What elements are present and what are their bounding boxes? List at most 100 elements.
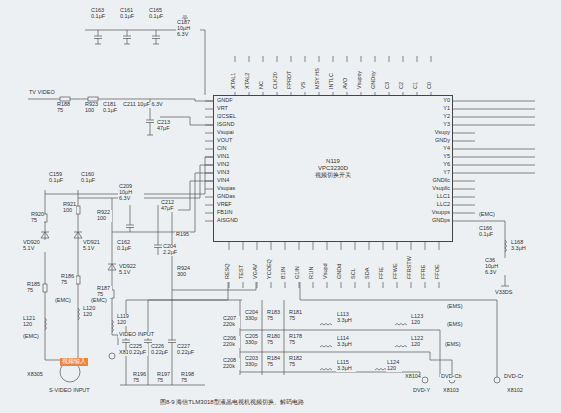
component-label: R924 300 — [176, 266, 192, 278]
pin-name: SDA — [365, 267, 371, 280]
component-label: C209 10μH 6.3V — [118, 184, 144, 201]
pin-name: MSY HS — [315, 67, 321, 90]
pin-name: VIN1 — [216, 154, 230, 160]
component-label: R182 75 — [288, 356, 304, 368]
pin-stub — [453, 101, 475, 102]
pin-stub — [397, 242, 398, 250]
pin-stub — [205, 101, 213, 102]
pin-stub — [327, 282, 328, 288]
component-label: C161 0.1μF — [119, 8, 139, 20]
pin-stub — [205, 125, 213, 126]
pin-stub — [299, 282, 300, 288]
component-label: S-VIDEO INPUT — [48, 388, 91, 394]
component-label: C36 10μH 6.3V — [484, 258, 508, 275]
pin-stub — [453, 157, 475, 158]
pin-stub — [431, 56, 432, 62]
component-label: L119 120 — [116, 314, 132, 326]
pin-stub — [271, 242, 272, 250]
resistor-symbol — [88, 97, 98, 101]
component-label: (EMC) — [22, 334, 40, 340]
component-label: (EMC) — [90, 298, 108, 304]
component-label: L120 120 — [82, 306, 98, 318]
pin-name: Y3 — [442, 122, 451, 128]
component-label: C205 330p — [244, 334, 260, 346]
component-label: R180 75 — [266, 334, 282, 346]
component-label: R186 75 — [60, 274, 76, 286]
part-number: N119 — [214, 158, 452, 165]
connector-wire — [45, 320, 118, 362]
component-label: L124 120 — [386, 360, 402, 372]
pin-stub — [411, 282, 412, 288]
resistor-symbol — [76, 276, 80, 284]
capacitor-symbol — [154, 205, 162, 255]
component-label: L121 120 — [22, 316, 38, 328]
dvd-connector — [422, 377, 428, 383]
component-label: DVD-Cr — [503, 374, 524, 380]
pin-stub — [313, 282, 314, 288]
component-label: L122 120 — [410, 336, 426, 348]
pin-name: ISGND — [216, 122, 235, 128]
component-label: R196 75 — [132, 372, 146, 384]
pin-stub — [205, 157, 213, 158]
pin-stub — [243, 282, 244, 288]
component-label: R185 75 — [26, 282, 42, 294]
component-label: C187 10μH 6.3V — [176, 20, 200, 37]
pin-name: VIN3 — [216, 170, 230, 176]
component-label: C227 0.22μF — [176, 344, 196, 356]
pin-name: LLC1 — [436, 194, 451, 200]
pin-stub — [319, 56, 320, 62]
component-label: C207 220k — [222, 316, 240, 328]
pin-name: C3 — [385, 81, 391, 90]
component-label: R184 75 — [266, 356, 282, 368]
component-label: R197 75 — [156, 372, 170, 384]
pin-name: GNDy — [434, 138, 451, 144]
component-label: C159 0.1μF — [48, 172, 68, 184]
pin-stub — [205, 141, 213, 142]
component-label: C212 47μF — [160, 200, 178, 212]
pin-name: GNDF — [216, 98, 234, 104]
component-label: R920 75 — [30, 212, 44, 224]
pin-name: C1 — [413, 81, 419, 90]
pin-stub — [277, 56, 278, 62]
pin-name: GNDd — [337, 263, 343, 280]
pin-name: TEST — [239, 264, 245, 280]
pin-name: GNDps — [431, 218, 451, 224]
resistor-symbol — [43, 284, 47, 292]
pin-stub — [235, 56, 236, 62]
pin-stub — [453, 197, 475, 198]
ic-box: N119VPC3230D视频切换开关 — [213, 95, 453, 242]
figure-caption: 图8-9 海信TLM3018型液晶电视机视频切换、解码电路 — [160, 398, 304, 407]
capacitor-symbol — [126, 205, 134, 232]
component-label: R178 75 — [288, 334, 304, 346]
component-label: X8103 — [442, 388, 460, 394]
component-label: L115 3.3μH — [336, 360, 356, 372]
pin-stub — [205, 165, 213, 166]
pin-stub — [361, 56, 362, 62]
pin-name: SCL — [351, 267, 357, 280]
pin-name: Vsupsy — [357, 70, 363, 90]
component-label: L123 120 — [410, 314, 426, 326]
pin-name: NC — [259, 80, 265, 90]
pin-stub — [305, 56, 306, 62]
component-label: R198 75 — [180, 372, 194, 384]
pin-name: CLK20 — [273, 71, 279, 90]
resistor-symbol — [76, 206, 80, 214]
pin-stub — [369, 282, 370, 288]
pin-stub — [383, 242, 384, 250]
component-label: R923 100 — [84, 102, 100, 114]
pin-name: GNDsy — [371, 70, 377, 90]
ground-wire — [120, 385, 205, 386]
pin-stub — [403, 56, 404, 62]
component-label: R188 75 — [56, 102, 72, 114]
pin-stub — [453, 165, 475, 166]
pin-name: C2 — [399, 81, 405, 90]
pin-stub — [205, 213, 213, 214]
component-label: (EMC) — [54, 298, 72, 304]
capacitor-symbol — [152, 30, 160, 44]
pin-name: Y7 — [442, 170, 451, 176]
rca-connector — [109, 353, 115, 359]
component-label: (EMS) — [446, 304, 464, 310]
component-label: VD922 5.1V — [118, 264, 142, 276]
pin-stub — [453, 173, 475, 174]
component-label: R921 100 — [62, 202, 76, 214]
